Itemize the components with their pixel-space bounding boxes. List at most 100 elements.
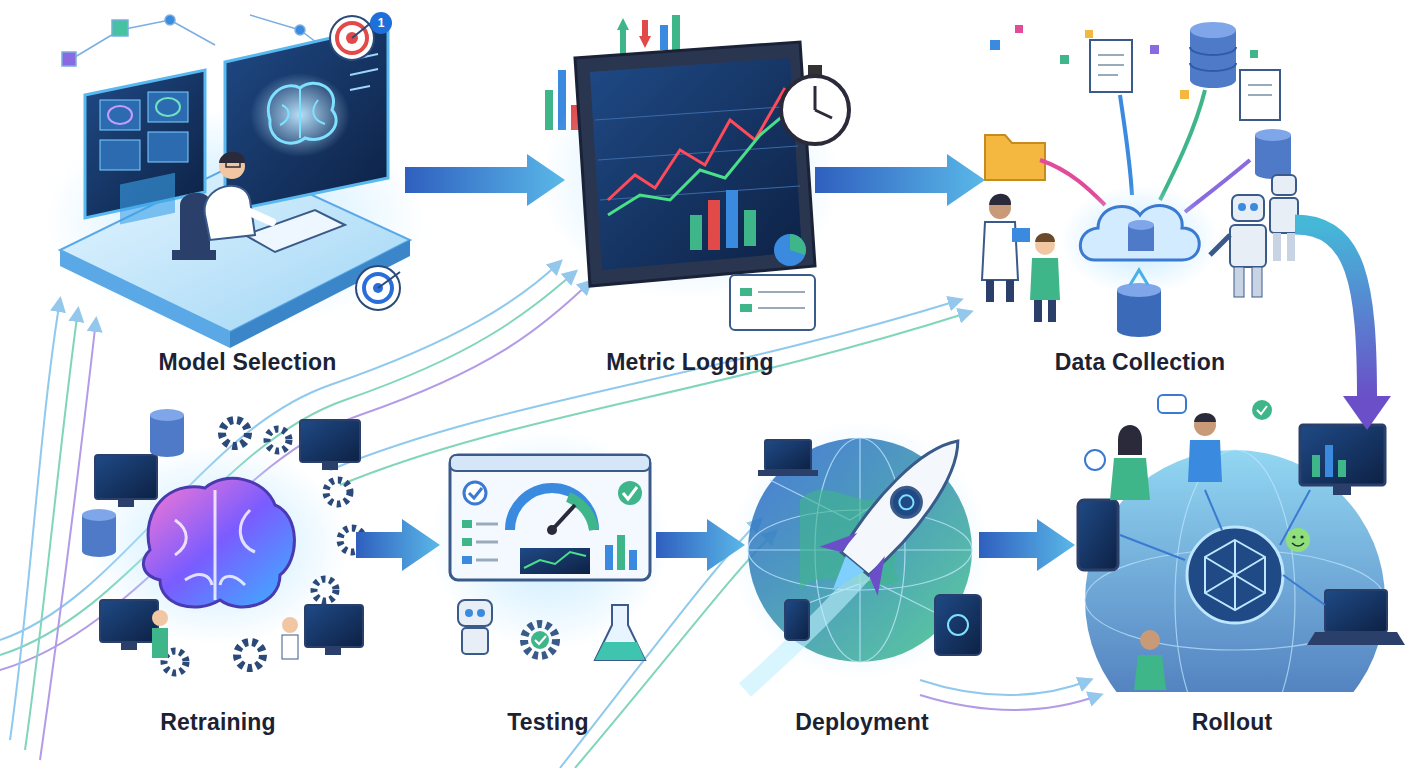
testing-art: [476, 559, 498, 562]
person: [1030, 233, 1060, 322]
target-icon: [352, 22, 372, 38]
monitor-icon: [100, 600, 158, 642]
testing-art: [618, 481, 642, 505]
person: [1110, 425, 1150, 500]
testing-art: [430, 430, 670, 660]
person: [1188, 413, 1222, 482]
robot: [462, 628, 488, 654]
person: [989, 194, 1011, 205]
rollout-art: [1120, 535, 1185, 560]
phone: [1078, 500, 1118, 570]
target-icon: [330, 16, 374, 60]
document-icon: [1240, 70, 1280, 120]
metric-logging-art: [595, 106, 800, 200]
stage-node: Rollout: [1075, 430, 1389, 740]
metric-logging-art: [774, 234, 806, 266]
person: [152, 628, 168, 658]
smiley: [1292, 543, 1304, 546]
monitor-icon: [121, 642, 137, 650]
database-icon: [82, 545, 116, 557]
monitor-icon: [300, 420, 360, 470]
testing-art: [450, 455, 650, 580]
rollout-art: [1187, 527, 1283, 623]
retraining-art: [175, 490, 255, 600]
stage-label: Retraining: [80, 709, 356, 736]
chat-bubble: [1257, 406, 1267, 414]
confetti: [1180, 90, 1189, 99]
testing-art: [510, 488, 594, 530]
flow-arrow: [815, 154, 985, 206]
smiley: [1300, 535, 1303, 538]
folder-icon: [985, 135, 1045, 180]
robot: [477, 609, 485, 617]
flow-arrow: [356, 519, 440, 571]
document-icon: [1090, 40, 1132, 92]
robot: [1250, 203, 1258, 211]
person: [1012, 228, 1030, 242]
model-selection-art: [350, 69, 378, 75]
rollout-art: [1175, 450, 1295, 692]
stage-label: Deployment: [745, 709, 979, 736]
confetti: [1060, 55, 1069, 64]
tablet: [935, 595, 981, 655]
person: [1188, 440, 1222, 482]
flow-lines: [920, 695, 1100, 710]
monitor-icon: [322, 462, 338, 470]
person: [282, 635, 298, 659]
chat-bubble: [1252, 400, 1272, 420]
database-icon: [1117, 270, 1161, 337]
target-icon: [330, 12, 392, 60]
database-icon: [150, 409, 184, 421]
rollout-art: [1205, 490, 1222, 530]
document-icon: [1098, 74, 1118, 76]
testing-art: [568, 497, 594, 530]
confetti: [1250, 50, 1258, 58]
chat-bubble: [1158, 395, 1186, 413]
database-icon: [150, 409, 184, 457]
rocket: [823, 556, 864, 598]
smiley: [1292, 535, 1295, 538]
deployment-art: [745, 560, 875, 690]
person: [982, 194, 1030, 302]
rocket: [819, 520, 900, 596]
network-icons: [295, 25, 305, 35]
clipboard: [758, 291, 805, 293]
clipboard: [740, 304, 752, 312]
person: [1140, 630, 1160, 650]
testing-art: [462, 556, 472, 564]
stopwatch: [814, 86, 817, 110]
metric-logging-art: [708, 200, 720, 250]
target-icon: [356, 266, 400, 310]
retraining-art: [143, 478, 294, 607]
gear: [222, 420, 248, 446]
cloud-icon: [1080, 206, 1199, 260]
robot: [1270, 198, 1298, 233]
monitor-icon: [1333, 485, 1351, 495]
testing-art: [531, 631, 549, 649]
monitor-icon: [1312, 455, 1320, 477]
robot: [1234, 267, 1244, 297]
metric-logging-art: [590, 58, 802, 270]
mini-bars: [672, 15, 680, 50]
flow-lines: [920, 680, 1090, 695]
person: [1048, 300, 1056, 322]
confetti: [1015, 25, 1023, 33]
model-selection-art: [100, 140, 140, 170]
network-icons: [112, 20, 128, 36]
robot: [1272, 175, 1296, 195]
robot: [1210, 195, 1266, 297]
rollout-art: [1078, 395, 1405, 750]
rollout-art: [1283, 575, 1325, 605]
robot: [1287, 233, 1295, 261]
flow-arrow: [405, 154, 565, 206]
monitor-icon: [100, 600, 158, 650]
clipboard: [730, 275, 815, 330]
laptop: [1307, 590, 1405, 645]
model-selection-art: [45, 12, 425, 348]
deployment-art: [730, 417, 990, 690]
phone: [785, 600, 809, 640]
stage-label: Rollout: [1075, 709, 1389, 736]
testing-art: [547, 525, 557, 535]
metric-logging-art: [598, 146, 798, 160]
